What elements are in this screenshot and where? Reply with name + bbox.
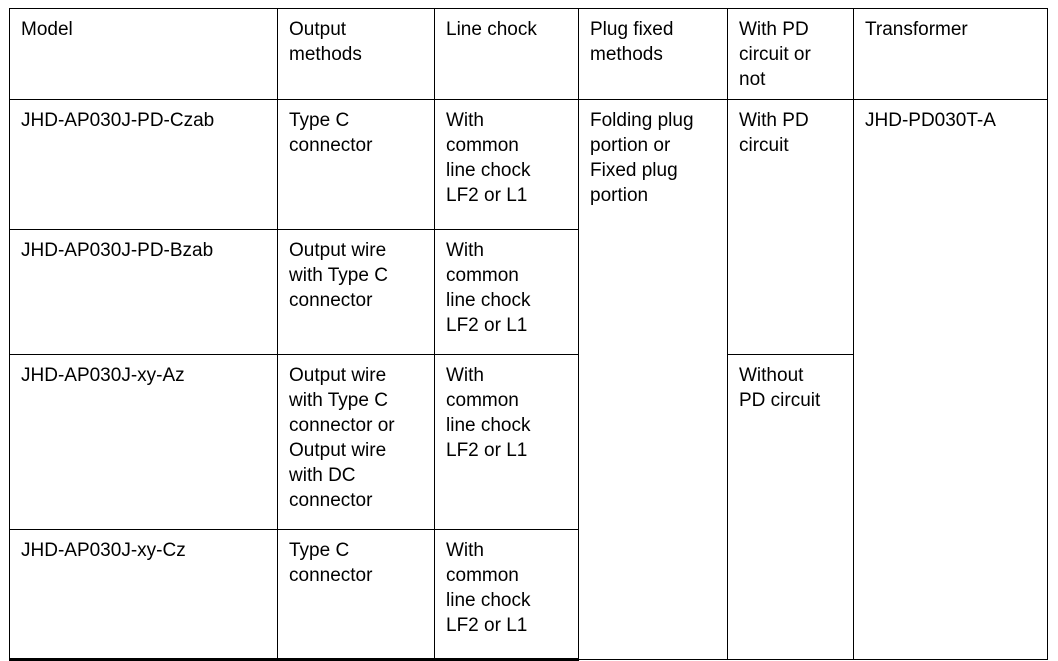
column-header-transformer: Transformer xyxy=(853,8,1048,100)
table-row: JHD-AP030J-xy-Az Output wire with Type C… xyxy=(9,354,1048,660)
cell-plug-fixed-methods-text: Folding plug portion or Fixed plug porti… xyxy=(590,110,694,206)
cell-with-pd-circuit-text: With PD circuit xyxy=(739,110,809,156)
column-header-output-methods-text: Output methods xyxy=(289,19,362,65)
table-body: JHD-AP030J-PD-Czab Type C connector With… xyxy=(9,99,1048,661)
cell-model-text: JHD-AP030J-PD-Czab xyxy=(21,110,215,131)
column-header-transformer-text: Transformer xyxy=(865,19,968,40)
column-header-plug-fixed-methods-text: Plug fixed methods xyxy=(590,19,674,65)
cell-line-chock-text: With common line chock LF2 or L1 xyxy=(446,365,531,461)
column-header-line-chock-text: Line chock xyxy=(446,19,537,40)
cell-with-pd-circuit-merged: With PD circuit xyxy=(727,99,854,355)
document-page: Model Output methods Line chock Plug fix… xyxy=(9,8,1048,661)
cell-output-methods: Type C connector xyxy=(277,529,435,661)
cell-model-text: JHD-AP030J-PD-Bzab xyxy=(21,240,214,261)
cell-output-methods-text: Output wire with Type C connector or Out… xyxy=(289,365,395,511)
cell-output-methods-text: Type C connector xyxy=(289,110,373,156)
cell-line-chock-text: With common line chock LF2 or L1 xyxy=(446,240,531,336)
cell-output-methods-text: Type C connector xyxy=(289,540,373,586)
cell-line-chock-text: With common line chock LF2 or L1 xyxy=(446,540,531,636)
column-header-pd-circuit-text: With PD circuit or not xyxy=(739,19,811,90)
cell-line-chock-text: With common line chock LF2 or L1 xyxy=(446,110,531,206)
cell-output-methods-text: Output wire with Type C connector xyxy=(289,240,388,311)
cell-output-methods: Type C connector xyxy=(277,99,435,230)
cell-output-methods: Output wire with Type C connector xyxy=(277,229,435,355)
table-header: Model Output methods Line chock Plug fix… xyxy=(9,8,1048,100)
table-row: JHD-AP030J-xy-Cz Type C connector With c… xyxy=(9,529,1048,661)
column-header-output-methods: Output methods xyxy=(277,8,435,100)
cell-model-text: JHD-AP030J-xy-Az xyxy=(21,365,185,386)
cell-model: JHD-AP030J-xy-Az xyxy=(9,354,278,530)
table-row: JHD-AP030J-PD-Bzab Output wire with Type… xyxy=(9,229,1048,355)
column-header-model: Model xyxy=(9,8,278,100)
table-header-row: Model Output methods Line chock Plug fix… xyxy=(9,8,1048,100)
cell-line-chock: With common line chock LF2 or L1 xyxy=(434,529,579,661)
column-header-model-text: Model xyxy=(21,19,73,40)
column-header-line-chock: Line chock xyxy=(434,8,579,100)
model-specification-table: Model Output methods Line chock Plug fix… xyxy=(9,8,1048,661)
cell-line-chock: With common line chock LF2 or L1 xyxy=(434,99,579,230)
cell-transformer-text: JHD-PD030T-A xyxy=(865,110,996,131)
cell-model-text: JHD-AP030J-xy-Cz xyxy=(21,540,186,561)
cell-without-pd-circuit-text: Without PD circuit xyxy=(739,365,821,411)
cell-model: JHD-AP030J-PD-Czab xyxy=(9,99,278,230)
cell-model: JHD-AP030J-xy-Cz xyxy=(9,529,278,661)
cell-line-chock: With common line chock LF2 or L1 xyxy=(434,354,579,530)
table-row: JHD-AP030J-PD-Czab Type C connector With… xyxy=(9,99,1048,660)
cell-line-chock: With common line chock LF2 or L1 xyxy=(434,229,579,355)
cell-model: JHD-AP030J-PD-Bzab xyxy=(9,229,278,355)
cell-transformer-merged: JHD-PD030T-A xyxy=(853,99,1048,660)
column-header-pd-circuit: With PD circuit or not xyxy=(727,8,854,100)
column-header-plug-fixed-methods: Plug fixed methods xyxy=(578,8,728,100)
cell-without-pd-circuit-merged: Without PD circuit xyxy=(727,354,854,660)
cell-output-methods: Output wire with Type C connector or Out… xyxy=(277,354,435,530)
cell-plug-fixed-methods-merged: Folding plug portion or Fixed plug porti… xyxy=(578,99,728,660)
